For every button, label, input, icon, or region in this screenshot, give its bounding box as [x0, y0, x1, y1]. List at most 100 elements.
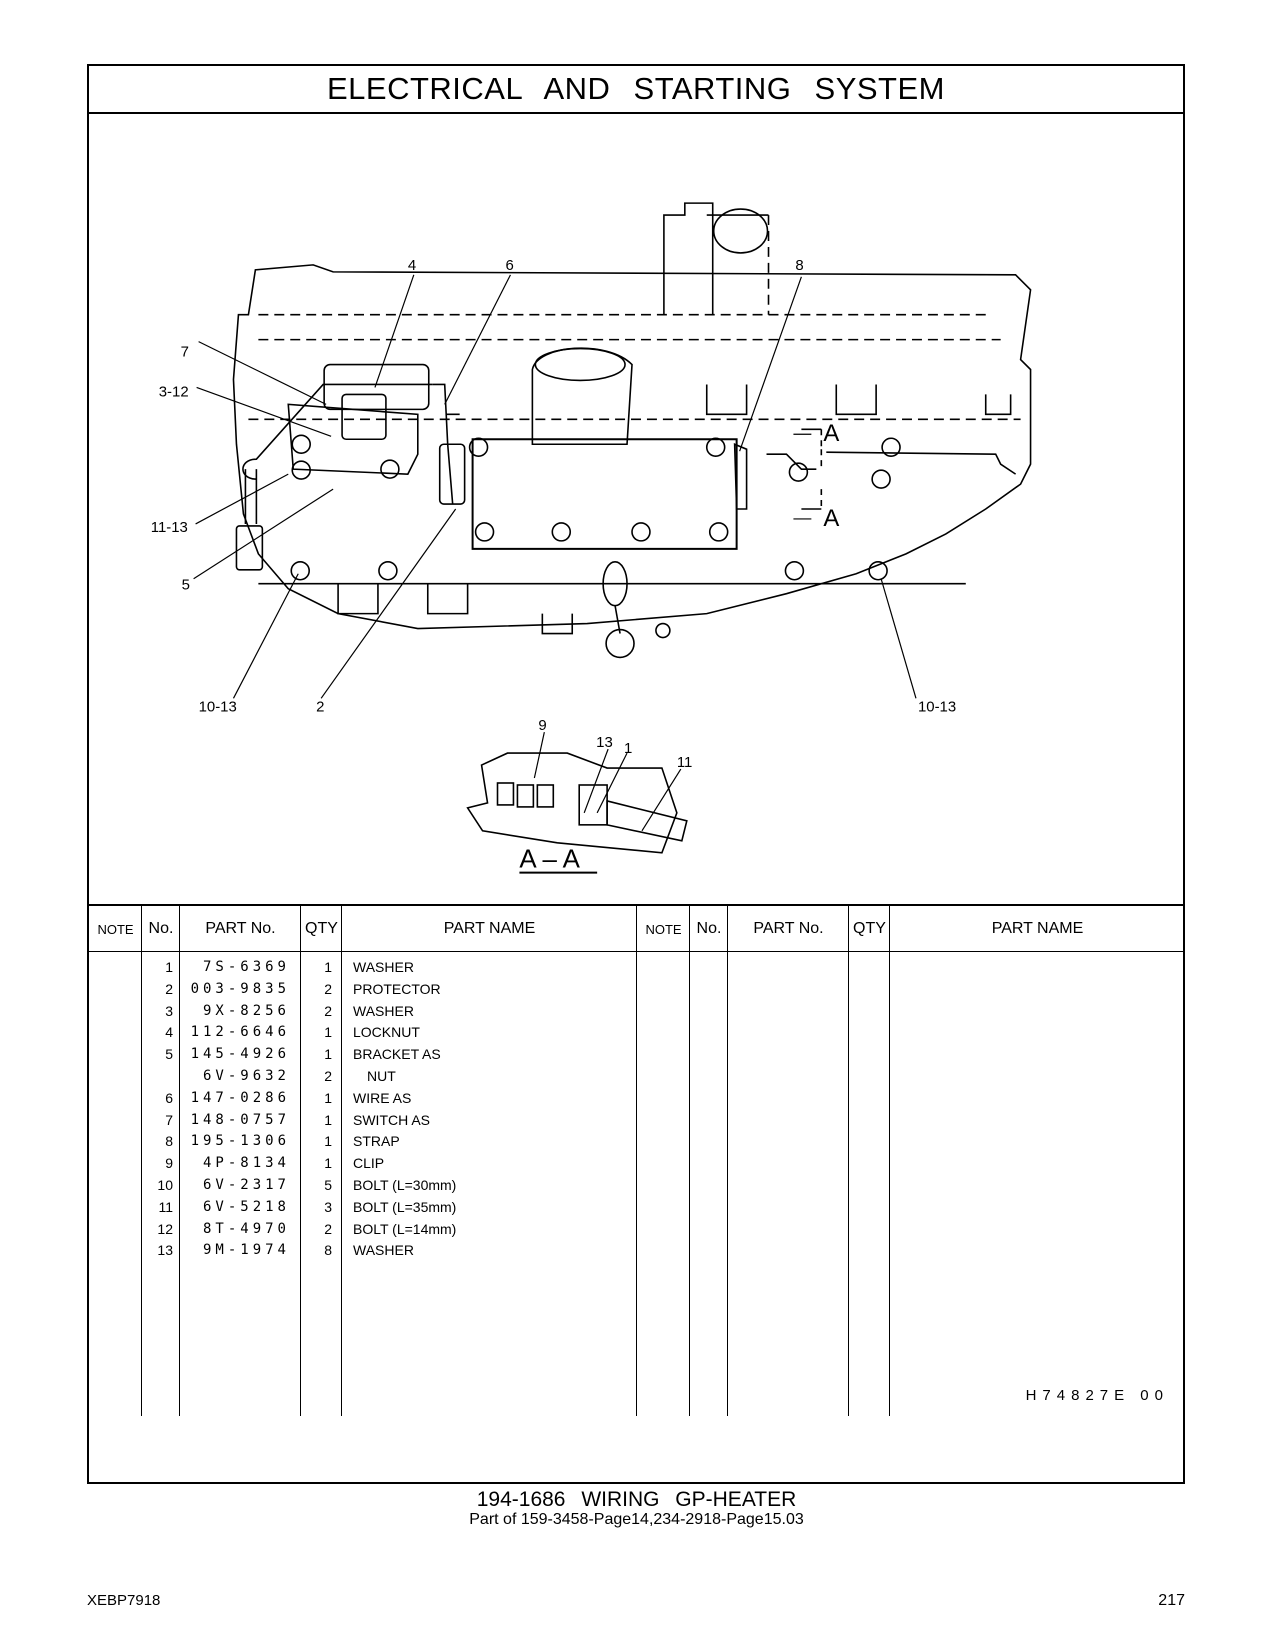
table-row: 5 145-4926 1 BRACKET AS: [89, 1044, 637, 1067]
part-number: 145-4926: [190, 1046, 290, 1063]
illustration-code: H74827E 00: [1025, 1387, 1169, 1404]
callout-13: 13: [596, 734, 613, 751]
part-quantity: 1: [324, 959, 332, 975]
part-number: 195-1306: [190, 1133, 290, 1150]
parts-list-table: NOTE No. PART No. QTY PART NAME NOTE No.…: [89, 904, 1183, 1416]
part-number: 148-0757: [190, 1111, 290, 1128]
callout-7: 7: [181, 344, 189, 361]
part-name: PROTECTOR: [353, 980, 441, 997]
part-quantity: 8: [324, 1242, 332, 1259]
part-number-index: 1: [165, 959, 173, 975]
part-name: WASHER: [353, 959, 414, 975]
table-header-row: [89, 906, 1183, 952]
part-number: 9X-8256: [202, 1002, 290, 1019]
part-number: 9M-1974: [202, 1242, 290, 1259]
callout-10-13-left: 10-13: [199, 698, 237, 715]
part-name: CLIP: [353, 1155, 385, 1172]
table-row: 8 195-1306 1 STRAP: [89, 1131, 637, 1154]
part-number: 147-0286: [190, 1089, 290, 1106]
part-quantity: 1: [324, 1133, 332, 1150]
section-marker-a-bottom: A: [823, 505, 839, 532]
part-number-index: 5: [165, 1046, 173, 1063]
part-number-index: 10: [157, 1177, 173, 1193]
part-name: SWITCH AS: [353, 1111, 431, 1128]
part-quantity: 1: [324, 1155, 332, 1172]
document-id: XEBP7918: [87, 1592, 161, 1609]
header-part-name-2: PART NAME: [991, 920, 1084, 937]
part-number: 7S-6369: [202, 959, 290, 975]
part-quantity: 1: [324, 1024, 332, 1041]
part-quantity: 3: [324, 1198, 332, 1215]
callout-3-12: 3-12: [159, 383, 189, 400]
part-number-index: 3: [165, 1002, 173, 1019]
callout-2: 2: [316, 698, 324, 715]
col-qty-right: [849, 906, 890, 1416]
part-number-index: 9: [165, 1155, 173, 1172]
part-number: 8T-4970: [202, 1220, 290, 1237]
part-name: STRAP: [353, 1133, 400, 1150]
table-row: 7 148-0757 1 SWITCH AS: [89, 1110, 637, 1133]
part-number-index: 11: [158, 1198, 173, 1215]
part-number-index: 8: [165, 1133, 173, 1150]
part-number: 6V-5218: [202, 1198, 290, 1215]
part-number-index: 7: [165, 1111, 173, 1128]
header-part-name: PART NAME: [443, 920, 536, 937]
col-note-left: [89, 906, 142, 1416]
part-name: BOLT (L=14mm): [353, 1220, 457, 1237]
part-of-reference: Part of 159-3458-Page14,234-2918-Page15.…: [469, 1511, 804, 1528]
table-row: 10 6V-2317 5 BOLT (L=30mm): [89, 1175, 637, 1198]
callout-9: 9: [538, 717, 546, 734]
part-number: 112-6646: [190, 1024, 290, 1041]
callout-6: 6: [505, 257, 513, 274]
callout-4: 4: [408, 257, 416, 274]
part-number-index: 4: [165, 1024, 173, 1041]
header-qty-2: QTY: [853, 920, 886, 937]
part-quantity: 1: [324, 1111, 332, 1128]
part-name: BOLT (L=30mm): [353, 1177, 457, 1193]
engine-diagram: 4 6 8 7 3-12 11-13 5 10-13 2 10-13 A A 9…: [89, 114, 1183, 904]
part-number-index: 13: [157, 1242, 173, 1259]
part-number-index: 12: [157, 1220, 173, 1237]
page-number: 217: [1158, 1592, 1185, 1609]
callout-5: 5: [182, 577, 190, 594]
part-quantity: 1: [324, 1046, 332, 1063]
part-name: BOLT (L=35mm): [353, 1198, 457, 1215]
part-quantity: 2: [324, 1220, 332, 1237]
col-partno-right: [728, 906, 849, 1416]
callout-1: 1: [624, 740, 632, 757]
part-quantity: 2: [324, 1068, 332, 1084]
part-name: BRACKET AS: [353, 1046, 441, 1063]
part-number: 003-9835: [190, 980, 290, 997]
part-number-index: 6: [165, 1089, 173, 1106]
section-marker-a-top: A: [823, 420, 839, 447]
part-number: 6V-9632: [202, 1068, 290, 1084]
callout-8: 8: [795, 257, 803, 274]
callout-10-13-right: 10-13: [918, 698, 956, 715]
header-qty: QTY: [305, 920, 338, 937]
table-row: 1 7S-6369 1 WASHER: [89, 957, 637, 980]
col-no-right: [690, 906, 728, 1416]
part-quantity: 5: [324, 1177, 332, 1193]
col-note-right: [637, 906, 690, 1416]
header-part-no: PART No.: [205, 920, 276, 937]
page-frame: ELECTRICAL AND STARTING SYSTEM: [87, 64, 1185, 1484]
table-row: 12 8T-4970 2 BOLT (L=14mm): [89, 1219, 637, 1242]
part-name: WASHER: [353, 1242, 414, 1259]
page-title: ELECTRICAL AND STARTING SYSTEM: [89, 66, 1183, 114]
assembly-title: 194-1686 WIRING GP-HEATER: [476, 1488, 797, 1511]
callout-11-13: 11-13: [151, 519, 188, 536]
part-quantity: 1: [324, 1089, 332, 1106]
header-part-no-2: PART No.: [753, 920, 824, 937]
header-note-2: NOTE: [645, 921, 682, 937]
section-label: A – A: [519, 846, 580, 874]
col-partno-left: [180, 906, 301, 1416]
table-row: 13 9M-1974 8 WASHER: [89, 1240, 637, 1263]
col-no-left: [142, 906, 180, 1416]
col-name-left: [342, 906, 637, 1416]
part-number: 6V-2317: [202, 1177, 290, 1193]
